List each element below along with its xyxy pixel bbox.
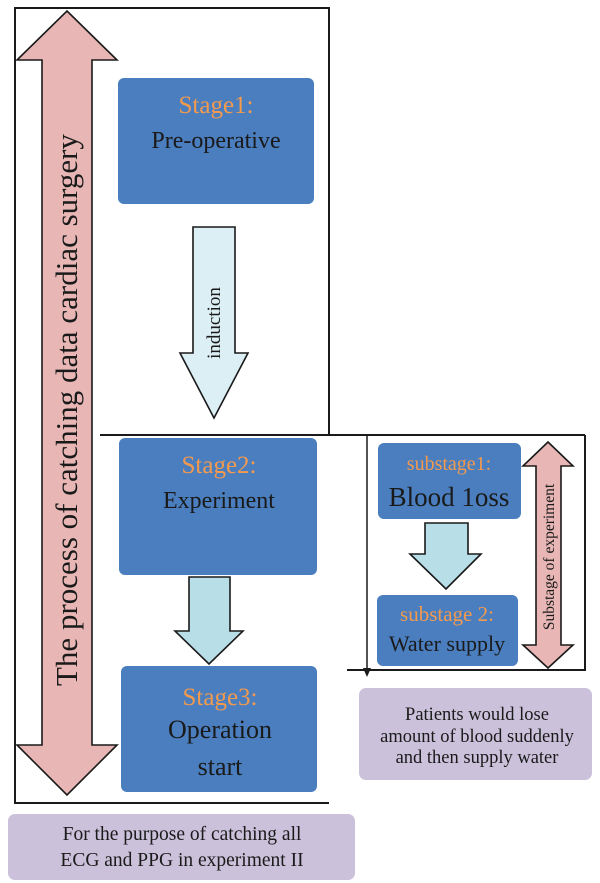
- stage2-to-stage3-arrow: [173, 576, 245, 666]
- stage1-title: Pre-operative: [151, 128, 280, 154]
- induction-arrow-shape: [178, 226, 250, 420]
- substage-double-arrow: Substage of experiment: [520, 440, 576, 670]
- stage2-label: Stage2:: [182, 452, 257, 479]
- stage2-box-bg: [119, 438, 317, 575]
- outer-frame-lines: [14, 7, 586, 804]
- substage1-title: Blood 1oss: [389, 482, 510, 512]
- purpose-note-line1: For the purpose of catching all: [63, 824, 302, 845]
- substage-note-line2: amount of blood suddenly: [380, 727, 574, 747]
- stage3-title-line2: start: [198, 752, 244, 781]
- purpose-note-box: For the purpose of catching all ECG and …: [8, 814, 355, 880]
- substage1-to-substage2-arrow: [408, 522, 483, 591]
- purpose-note-line2: ECG and PPG in experiment II: [60, 850, 303, 871]
- stage2-box: Stage2: Experiment: [119, 438, 317, 575]
- substage-arrow-label: Substage of experiment: [541, 483, 558, 630]
- substage2-title: Water supply: [389, 631, 505, 656]
- stage2-title: Experiment: [163, 488, 275, 514]
- substage1-box: substage1: Blood 1oss: [378, 443, 521, 519]
- process-frame-top-left: [14, 7, 330, 804]
- process-double-arrow: The process of catching data cardiac sur…: [15, 9, 119, 797]
- substage-arrow-shape: [520, 440, 576, 670]
- substage1-box-bg: [378, 443, 521, 519]
- substage-note-bg: [359, 688, 592, 780]
- substage-note-line1: Patients would lose: [405, 705, 549, 725]
- substage2-label: substage 2:: [400, 602, 494, 626]
- stage3-box: Stage3: Operation start: [121, 666, 317, 792]
- substage-frame: [347, 435, 586, 671]
- substage2-box-bg: [377, 595, 518, 666]
- purpose-note-bg: [8, 814, 355, 880]
- substage-note-line3: and then supply water: [396, 748, 559, 768]
- induction-arrow-label: induction: [204, 287, 225, 359]
- process-arrow-label: The process of catching data cardiac sur…: [49, 134, 84, 687]
- stage1-box-bg: [118, 78, 314, 204]
- stage1-label: Stage1:: [179, 92, 254, 119]
- stage1-box: Stage1: Pre-operative: [118, 78, 314, 204]
- stage3-title-line1: Operation: [168, 715, 272, 744]
- induction-arrow: induction: [178, 226, 250, 420]
- stage3-box-bg: [121, 666, 317, 792]
- substage2-box: substage 2: Water supply: [377, 595, 518, 666]
- stage3-label: Stage3:: [183, 684, 258, 711]
- substage-note-box: Patients would lose amount of blood sudd…: [359, 688, 592, 780]
- process-arrow-shape: [15, 9, 119, 797]
- substage-timeline-arrowhead: [363, 668, 371, 677]
- substage1-label: substage1:: [407, 453, 491, 475]
